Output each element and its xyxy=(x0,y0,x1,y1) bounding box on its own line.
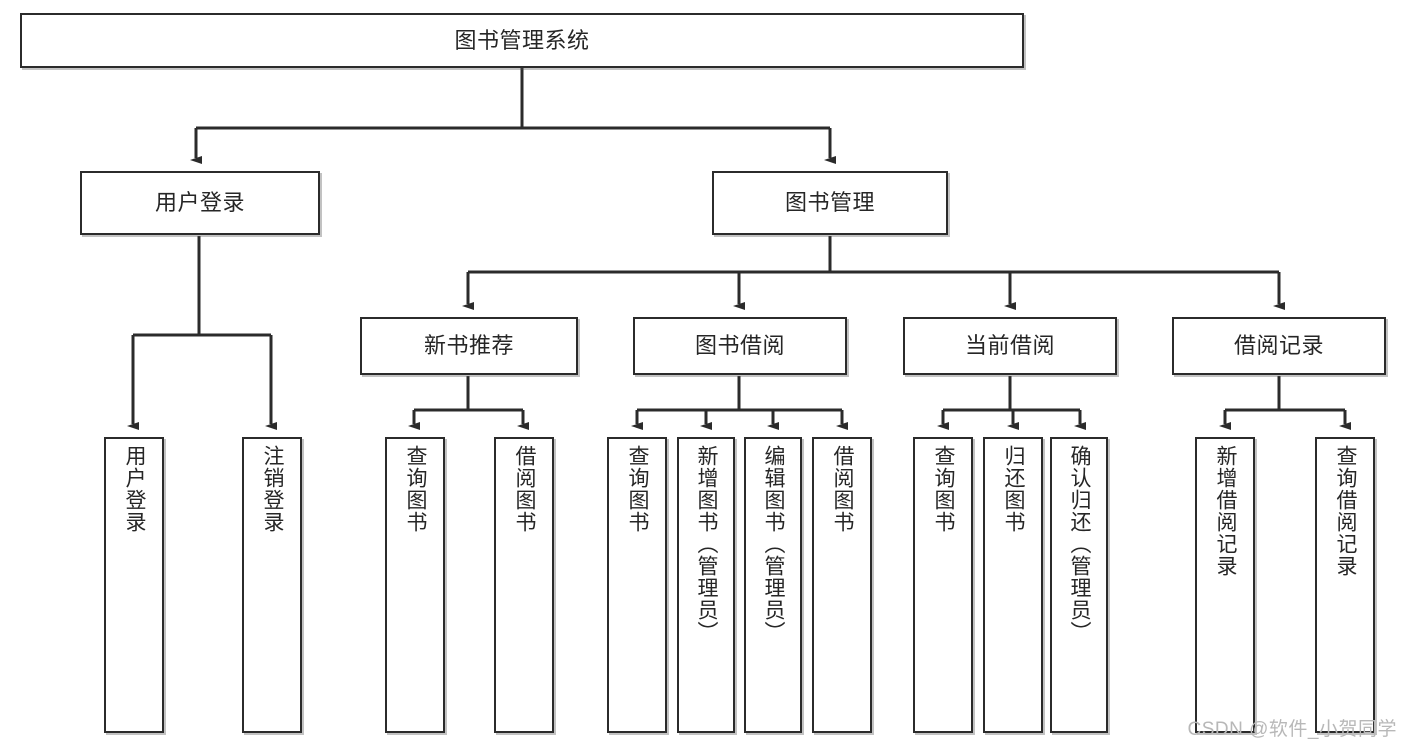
node-current-borrow-label: 当前借阅 xyxy=(964,333,1055,359)
node-leaf-label: 注销登录 xyxy=(261,445,285,533)
node-leaf-add-book-admin[interactable]: 新增图书（管理员） xyxy=(677,437,735,733)
node-book-borrow-label: 图书借阅 xyxy=(694,333,785,359)
node-book-management-label: 图书管理 xyxy=(784,190,875,216)
node-leaf-label: 编辑图书（管理员） xyxy=(762,445,786,643)
node-leaf-label: 用户登录 xyxy=(123,445,147,533)
node-leaf-return-book[interactable]: 归还图书 xyxy=(983,437,1043,733)
node-leaf-user-login[interactable]: 用户登录 xyxy=(104,437,164,733)
node-leaf-label: 归还图书 xyxy=(1002,445,1026,533)
node-leaf-label: 借阅图书 xyxy=(831,445,855,533)
node-leaf-label: 借阅图书 xyxy=(513,445,537,533)
node-root-label: 图书管理系统 xyxy=(454,27,590,53)
node-leaf-label: 查询图书 xyxy=(932,445,956,533)
node-user-login[interactable]: 用户登录 xyxy=(80,171,320,235)
node-leaf-label: 确认归还（管理员） xyxy=(1068,445,1092,643)
node-leaf-borrow-book[interactable]: 借阅图书 xyxy=(812,437,872,733)
node-book-management[interactable]: 图书管理 xyxy=(712,171,948,235)
node-leaf-label: 查询图书 xyxy=(626,445,650,533)
node-leaf-label: 新增借阅记录 xyxy=(1214,445,1238,577)
node-leaf-query-book-current[interactable]: 查询图书 xyxy=(913,437,973,733)
node-leaf-edit-book-admin[interactable]: 编辑图书（管理员） xyxy=(744,437,802,733)
node-leaf-query-borrow-record[interactable]: 查询借阅记录 xyxy=(1315,437,1375,733)
node-leaf-logout[interactable]: 注销登录 xyxy=(242,437,302,733)
node-root[interactable]: 图书管理系统 xyxy=(20,13,1024,68)
node-leaf-add-borrow-record[interactable]: 新增借阅记录 xyxy=(1195,437,1255,733)
node-borrow-record[interactable]: 借阅记录 xyxy=(1172,317,1386,375)
node-leaf-query-book[interactable]: 查询图书 xyxy=(607,437,667,733)
node-leaf-query-book-recommend[interactable]: 查询图书 xyxy=(385,437,445,733)
watermark: CSDN @软件_小贺同学 xyxy=(1187,719,1397,740)
node-borrow-record-label: 借阅记录 xyxy=(1233,333,1324,359)
node-leaf-label: 查询借阅记录 xyxy=(1334,445,1358,577)
node-new-book-recommend[interactable]: 新书推荐 xyxy=(360,317,578,375)
node-new-book-recommend-label: 新书推荐 xyxy=(423,333,514,359)
node-user-login-label: 用户登录 xyxy=(154,190,245,216)
node-current-borrow[interactable]: 当前借阅 xyxy=(903,317,1117,375)
node-leaf-label: 新增图书（管理员） xyxy=(695,445,719,643)
node-leaf-borrow-book-recommend[interactable]: 借阅图书 xyxy=(494,437,554,733)
node-leaf-confirm-return-admin[interactable]: 确认归还（管理员） xyxy=(1050,437,1108,733)
node-book-borrow[interactable]: 图书借阅 xyxy=(633,317,847,375)
node-leaf-label: 查询图书 xyxy=(404,445,428,533)
